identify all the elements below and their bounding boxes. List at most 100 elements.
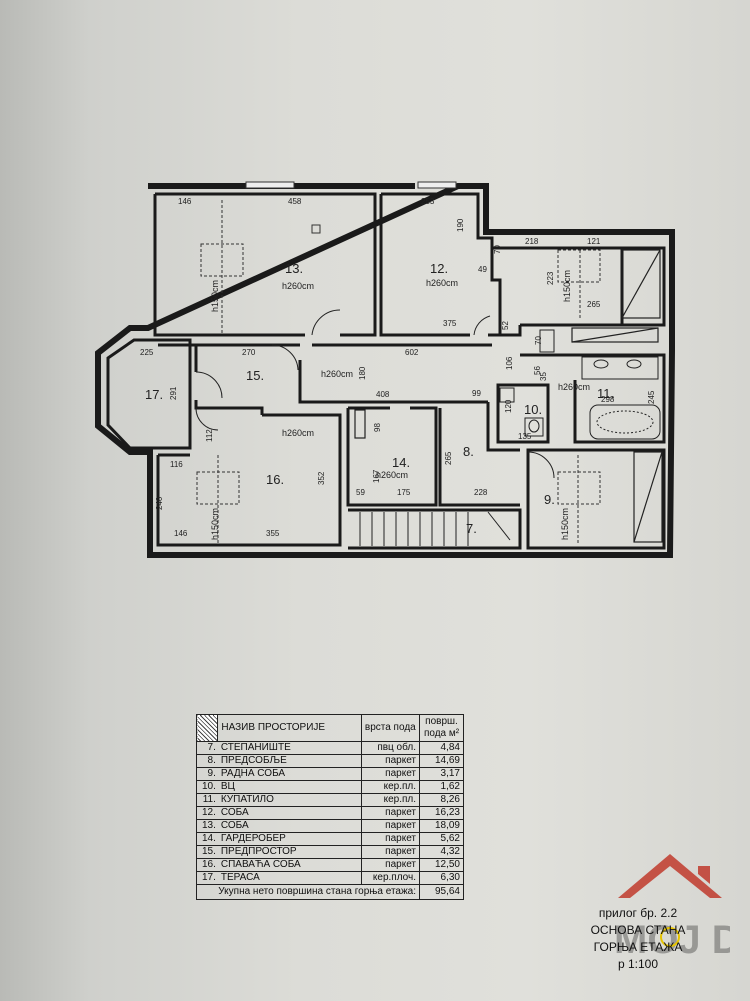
- dim-label: 228: [474, 488, 488, 497]
- row-number: 17.: [195, 871, 218, 885]
- dim-label: 70: [493, 245, 502, 254]
- room-height-12: h260cm: [426, 278, 458, 288]
- total-value: 95,64: [419, 884, 464, 900]
- dim-label: 175: [397, 488, 411, 497]
- row-number: 8.: [195, 754, 218, 768]
- stamp-attachment: прилог бр. 2.2: [598, 906, 678, 920]
- dim-label: 298: [601, 395, 615, 404]
- dim-label: 70: [534, 336, 543, 345]
- table-header-floor: врста пода: [360, 714, 421, 742]
- watermark-text: MOJ DOM: [614, 918, 730, 962]
- room-height-13: h260cm: [282, 281, 314, 291]
- title-stamp: прилог бр. 2.2 ОСНОВА СТАНА ГОРЊА ЕТАЖА …: [548, 905, 728, 973]
- moj-dom-watermark: MOJ DOM: [614, 854, 730, 962]
- dim-label: 120: [504, 399, 513, 413]
- row-number: 9.: [195, 767, 218, 781]
- dim-label: 59: [356, 488, 365, 497]
- row-area: 14,69: [419, 754, 464, 768]
- room-number-17: 17.: [145, 387, 163, 402]
- room-height-11: h260cm: [558, 382, 590, 392]
- dim-label: 291: [169, 386, 178, 400]
- window-marks: [245, 181, 457, 234]
- dim-label: 223: [546, 271, 555, 285]
- row-number: 10.: [195, 780, 218, 794]
- inner-walls: [106, 192, 666, 550]
- dim-label: 190: [456, 218, 465, 232]
- room-height-9: h150cm: [560, 508, 570, 540]
- room-number-13: 13.: [285, 261, 303, 276]
- row-name: СОБА: [217, 806, 362, 820]
- row-floor: кер.пл.: [360, 793, 421, 807]
- row-floor: паркет: [360, 806, 421, 820]
- room-number-9: 9.: [544, 492, 555, 507]
- row-floor: кер.плоч.: [360, 871, 421, 885]
- row-floor: паркет: [360, 754, 421, 768]
- dim-label: 408: [376, 390, 390, 399]
- row-area: 16,23: [419, 806, 464, 820]
- row-area: 6,30: [419, 871, 464, 885]
- dim-label: 218: [525, 237, 539, 246]
- dim-label: 49: [478, 265, 487, 274]
- room-height-15: h260cm: [321, 369, 353, 379]
- row-name: ТЕРАСА: [217, 871, 362, 885]
- row-floor: паркет: [360, 858, 421, 872]
- row-floor: паркет: [360, 832, 421, 846]
- row-floor: паркет: [360, 819, 421, 833]
- row-number: 16.: [195, 858, 218, 872]
- dim-label: 116: [170, 460, 183, 469]
- dimension-labels: 146 458 253 190 218 121 70 49 223 265 37…: [140, 197, 656, 538]
- dim-label: 245: [647, 390, 656, 404]
- row-number: 7.: [195, 741, 218, 755]
- doors: [195, 309, 555, 479]
- dim-label: 56: [533, 366, 542, 375]
- dim-label: 98: [373, 423, 382, 432]
- row-name: РАДНА СОБА: [217, 767, 362, 781]
- table-header-area: површ. пода м²: [419, 714, 464, 742]
- row-floor: кер.пл.: [360, 780, 421, 794]
- room-number-14: 14.: [392, 455, 410, 470]
- table-total-row: Укупна нето површина стана горња етажа: …: [195, 884, 464, 900]
- dim-label: 458: [288, 197, 302, 206]
- dim-label: 180: [358, 366, 367, 380]
- closets: [354, 249, 663, 543]
- row-name: СТЕПАНИШТЕ: [217, 741, 362, 755]
- dim-label: 355: [266, 529, 280, 538]
- row-floor: паркет: [360, 767, 421, 781]
- total-label: Укупна нето површина стана горња етажа:: [195, 884, 421, 900]
- dim-label: 240: [155, 496, 164, 510]
- room-height-16: h260cm: [282, 428, 314, 438]
- row-area: 3,17: [419, 767, 464, 781]
- room-labels: 13. h260cm 12. h260cm 15. h260cm 17. 16.…: [145, 261, 614, 540]
- row-area: 12,50: [419, 858, 464, 872]
- row-name: ПРЕДПРОСТОР: [217, 845, 362, 859]
- window-height-12: h150cm: [562, 270, 572, 302]
- table-header-hatch: [195, 714, 219, 742]
- dim-label: 135: [518, 432, 532, 441]
- dim-label: 146: [178, 197, 192, 206]
- room-number-11: 11.: [597, 386, 614, 401]
- stamp-scale: р 1:100: [617, 957, 659, 971]
- dim-label: 167: [372, 469, 381, 483]
- room-number-10: 10.: [524, 402, 542, 417]
- row-floor: паркет: [360, 845, 421, 859]
- row-area: 1,62: [419, 780, 464, 794]
- window-height-13: h150cm: [210, 280, 220, 312]
- dim-label: 146: [174, 529, 188, 538]
- room-number-16: 16.: [266, 472, 284, 487]
- room-number-15: 15.: [246, 368, 264, 383]
- stair-treads: [359, 511, 511, 546]
- row-number: 14.: [195, 832, 218, 846]
- row-number: 15.: [195, 845, 218, 859]
- row-name: ВЦ: [217, 780, 362, 794]
- room-number-8: 8.: [463, 444, 474, 459]
- row-name: СОБА: [217, 819, 362, 833]
